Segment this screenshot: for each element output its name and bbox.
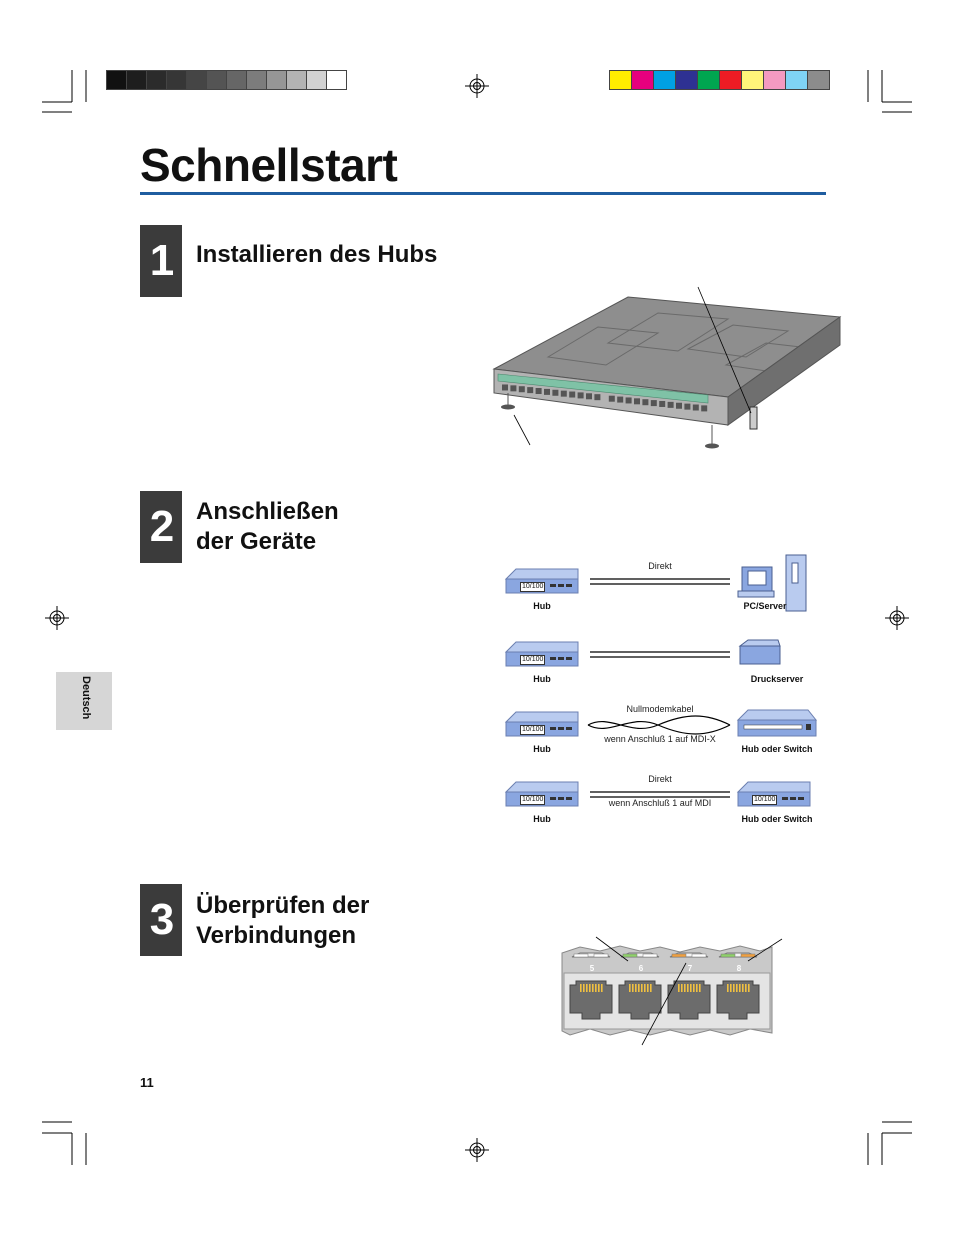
hub-port <box>701 405 708 412</box>
link-led <box>671 953 687 958</box>
cable-condition-label: wenn Anschluß 1 auf MDI-X <box>604 734 716 744</box>
language-tab: Deutsch <box>56 672 112 730</box>
step-3-number: 3 <box>140 884 182 956</box>
activity-led <box>642 953 658 958</box>
hub-port <box>667 401 674 408</box>
hub-illustration <box>492 286 842 449</box>
language-tab-label: Deutsch <box>80 676 92 720</box>
page-number: 11 <box>140 1075 154 1090</box>
speed-badge: 10/100 <box>520 655 546 665</box>
hub-port <box>544 388 550 395</box>
port-number: 6 <box>638 964 644 973</box>
device-label-left: Hub <box>533 601 551 611</box>
step-2-number: 2 <box>140 491 182 563</box>
led-leader-lines <box>595 936 783 1046</box>
link-led <box>622 953 638 958</box>
hub-port <box>577 392 584 399</box>
cable-condition-label: wenn Anschluß 1 auf MDI <box>608 798 712 808</box>
hub-port <box>510 385 517 392</box>
hub-port <box>634 398 640 405</box>
hub-port <box>625 397 632 404</box>
device-label-left: Hub <box>533 744 551 754</box>
activity-led <box>740 953 756 958</box>
hub-port <box>527 387 534 394</box>
step-1-title: Installieren des Hubs <box>196 241 438 268</box>
title-rule <box>140 192 826 195</box>
device-label-right: Druckserver <box>750 674 804 684</box>
hub-port <box>608 395 615 402</box>
link-led <box>573 953 589 958</box>
port-number: 7 <box>687 964 693 973</box>
hub-port <box>535 387 542 394</box>
device-label-right: Hub oder Switch <box>741 814 813 824</box>
color-swatch <box>807 70 830 90</box>
rj45-port <box>667 952 711 1020</box>
device-label-right: PC/Server <box>743 601 787 611</box>
cable-type-label: Nullmodemkabel <box>626 704 694 714</box>
cable-type-label: Direkt <box>648 561 672 571</box>
device-label-left: Hub <box>533 814 551 824</box>
hub-port <box>518 386 525 393</box>
device-label-right: Hub oder Switch <box>741 744 813 754</box>
hub-port <box>659 400 666 407</box>
hub-port <box>594 394 601 401</box>
connection-graphic <box>504 639 781 667</box>
port-panel <box>561 945 773 1036</box>
speed-badge: 10/100 <box>520 582 546 592</box>
hub-port <box>502 384 508 391</box>
step-3-title: Überprüfen der Verbindungen <box>196 892 370 949</box>
activity-led <box>593 953 609 958</box>
hub-port <box>692 404 699 411</box>
hub-port <box>569 391 576 398</box>
hub-port <box>560 390 567 397</box>
rj45-port <box>618 952 662 1020</box>
step-2-title: Anschließen der Geräte <box>196 498 339 555</box>
cable-type-label: Direkt <box>648 774 672 784</box>
connection-graphic <box>504 554 807 612</box>
page-title: Schnellstart <box>140 139 398 191</box>
port-number: 5 <box>589 964 595 973</box>
color-swatch <box>326 70 347 90</box>
speed-badge: 10/100 <box>752 795 778 805</box>
hub-port <box>684 403 691 410</box>
registration-targets <box>45 74 909 1162</box>
step-1-number: 1 <box>140 225 182 297</box>
connection-graphic <box>504 781 811 807</box>
speed-badge: 10/100 <box>520 725 546 735</box>
hub-port <box>552 389 559 396</box>
speed-badge: 10/100 <box>520 795 546 805</box>
hub-port <box>650 400 657 407</box>
hub-port <box>642 399 649 406</box>
port-number: 8 <box>736 964 742 973</box>
activity-led <box>691 953 707 958</box>
link-led <box>720 953 736 958</box>
hub-port <box>617 396 624 403</box>
hub-port <box>586 393 592 400</box>
rj45-port <box>716 952 760 1020</box>
rj45-port <box>569 952 613 1020</box>
device-label-left: Hub <box>533 674 551 684</box>
hub-port <box>676 402 682 409</box>
